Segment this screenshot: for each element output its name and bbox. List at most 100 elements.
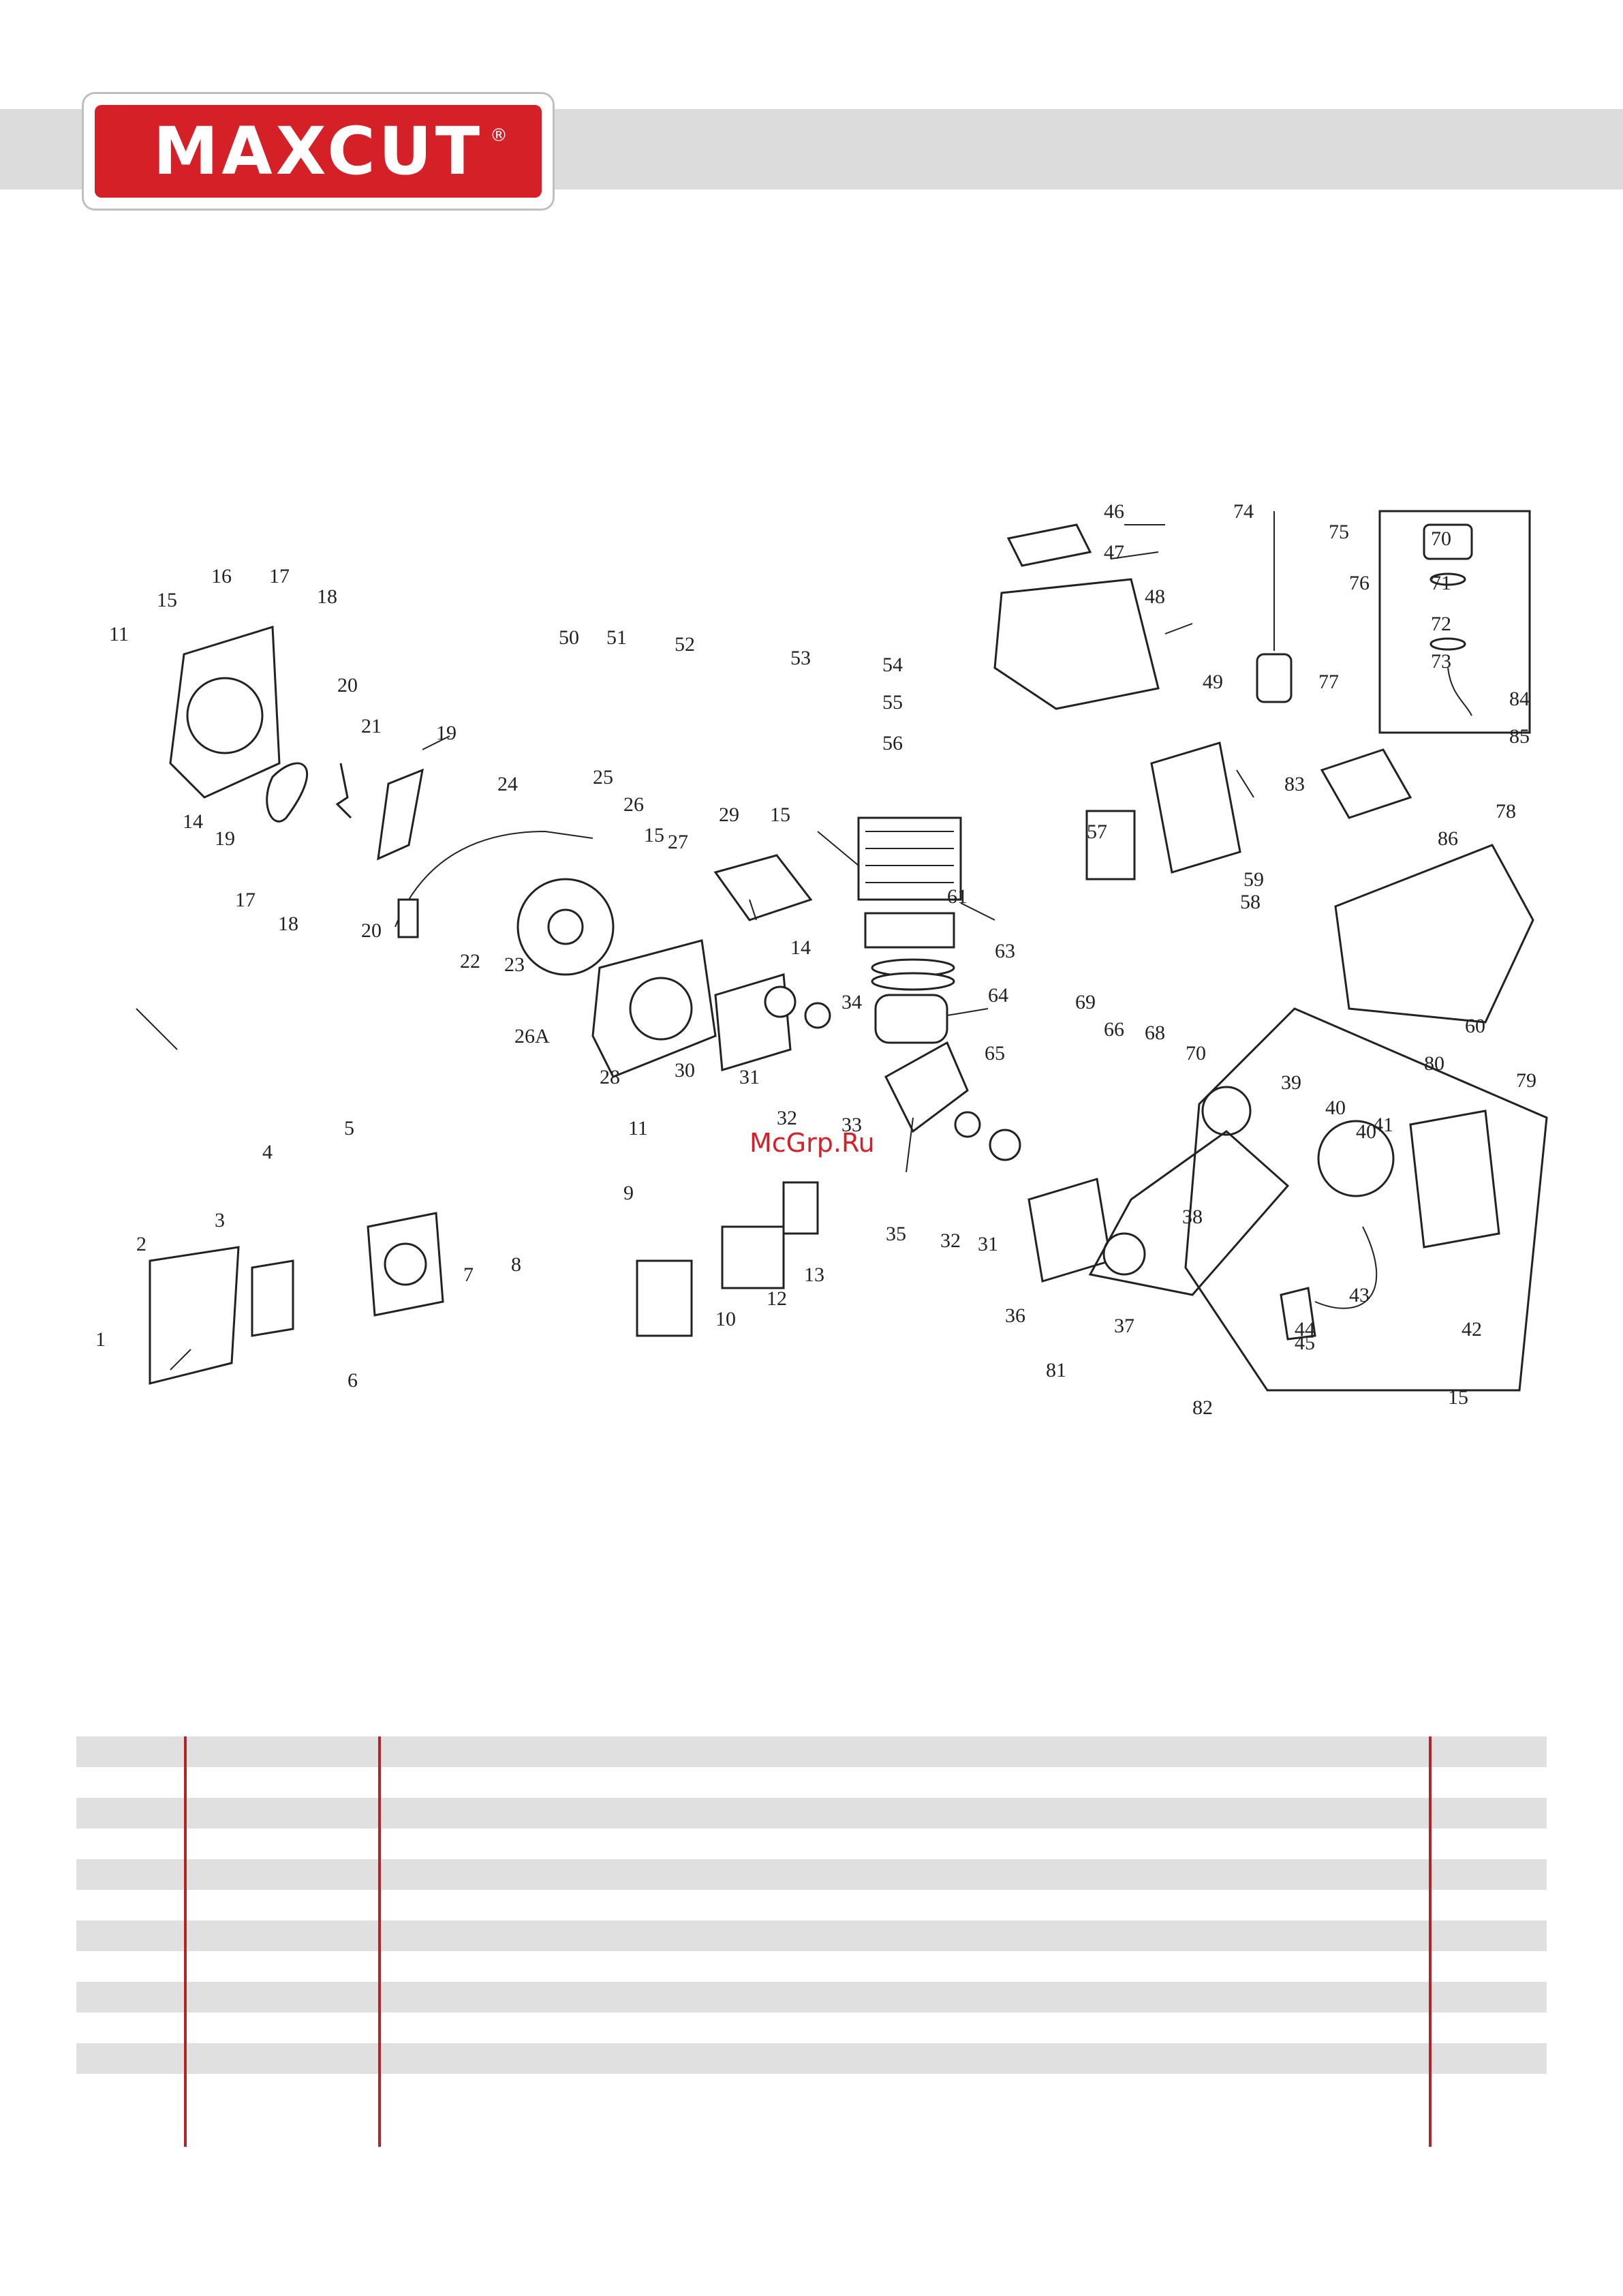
watermark: McGrp.Ru (749, 1128, 875, 1158)
callout: 6 (347, 1369, 358, 1392)
callout: 26A (514, 1025, 550, 1047)
carburetor-9 (636, 1259, 693, 1337)
callout: 22 (460, 950, 480, 973)
engine-cover-49 (993, 578, 1160, 710)
callout: 31 (739, 1066, 760, 1088)
parts-table (76, 1736, 1547, 2145)
callout: 83 (1284, 773, 1305, 795)
flywheel-hub (547, 908, 584, 945)
callout: 10 (715, 1308, 736, 1330)
callout: 11 (109, 623, 129, 645)
callout: 79 (1516, 1069, 1536, 1092)
cylinder-fins (865, 831, 954, 883)
cylinder-gasket (864, 912, 955, 949)
callout: 40 (1356, 1120, 1376, 1143)
shroud-29 (713, 854, 813, 921)
callout: 21 (361, 715, 382, 737)
starter-housing-35 (1027, 1178, 1112, 1283)
callout: 59 (1243, 868, 1264, 891)
starter-spring-40 (1201, 1086, 1252, 1136)
callout: 4 (262, 1141, 273, 1163)
washer-72 (1429, 572, 1466, 586)
column-divider (1429, 1736, 1432, 2147)
callout: 32 (777, 1107, 797, 1129)
fan-housing-hole (186, 677, 264, 754)
brand-logo: MAXCUT ® (84, 94, 553, 209)
callout: 53 (790, 647, 811, 669)
callout: 18 (317, 585, 337, 608)
callout: 85 (1509, 725, 1530, 748)
column-divider (184, 1736, 187, 2147)
callout: 17 (269, 565, 290, 587)
clutch-shoe-left (266, 762, 308, 823)
callout: 13 (804, 1264, 824, 1286)
cover-cap-48 (1006, 523, 1092, 567)
fuel-tank-79 (1334, 844, 1534, 1024)
callout: 86 (1438, 827, 1458, 850)
callout: 8 (511, 1253, 521, 1276)
table-row (76, 2074, 1547, 2104)
piston (874, 994, 948, 1044)
starter-rope-44 (1314, 1226, 1378, 1309)
starter-group-82-frame (1088, 1130, 1290, 1296)
callout: 48 (1145, 585, 1165, 608)
callout: 43 (1349, 1284, 1370, 1306)
callout: 60 (1465, 1015, 1485, 1037)
callout: 36 (1005, 1304, 1025, 1327)
bearing-32b (954, 1111, 981, 1138)
callout: 75 (1329, 521, 1349, 543)
callout: 51 (606, 626, 627, 649)
callout: 15 (644, 824, 664, 846)
callout: 77 (1318, 671, 1339, 693)
exploded-parts-diagram: 1 2 3 4 5 6 7 8 9 10 11 11 12 13 14 14 1… (68, 477, 1567, 1431)
bearing-31 (764, 985, 797, 1018)
starter-handle-45 (1280, 1287, 1316, 1341)
callout: 40 (1325, 1097, 1346, 1119)
callout: 64 (988, 984, 1008, 1007)
callout: 54 (882, 654, 903, 676)
air-filter-base-hole (384, 1242, 427, 1286)
callout: 61 (947, 885, 968, 908)
callout: 19 (436, 722, 457, 744)
table-row (76, 1736, 1547, 1767)
fuel-cap-group-frame (1378, 510, 1531, 734)
callout: 28 (600, 1066, 620, 1088)
table-row (76, 1859, 1547, 1890)
crankshaft (884, 1041, 969, 1133)
callout: 44 (1295, 1318, 1315, 1341)
callout: 16 (211, 565, 232, 587)
callout: 84 (1509, 688, 1530, 710)
callout: 25 (593, 766, 613, 789)
callout: 1 (95, 1328, 106, 1351)
table-row (76, 2043, 1547, 2074)
callout: 82 (1192, 1396, 1213, 1419)
callout: 66 (1104, 1018, 1124, 1041)
callout: 70 (1186, 1042, 1206, 1065)
starter-group-83-frame (1184, 1007, 1548, 1392)
muffler-59 (1150, 741, 1241, 874)
callout: 80 (1424, 1052, 1444, 1075)
callout: 50 (559, 626, 579, 649)
callout: 38 (1182, 1206, 1203, 1228)
column-divider (378, 1736, 381, 2147)
logo-badge: MAXCUT ® (95, 105, 542, 198)
registered-mark: ® (490, 125, 508, 146)
callout: 29 (719, 803, 739, 826)
callout: 49 (1203, 671, 1223, 693)
piston-ring-lower (871, 972, 955, 991)
callout: 24 (497, 773, 518, 795)
fuel-cap-71 (1423, 523, 1473, 560)
callout: 15 (770, 803, 790, 826)
clutch-shoe-right (377, 768, 424, 861)
washer-74 (1429, 637, 1466, 651)
callout: 41 (1373, 1114, 1393, 1136)
callout: 17 (235, 889, 256, 911)
table-row (76, 1798, 1547, 1828)
callout: 69 (1075, 991, 1096, 1013)
callout: 30 (675, 1059, 695, 1082)
callout: 34 (841, 991, 862, 1013)
callout: 37 (1114, 1315, 1134, 1337)
callout: 12 (767, 1287, 787, 1310)
callout: 47 (1104, 541, 1124, 564)
table-row (76, 1951, 1547, 1982)
